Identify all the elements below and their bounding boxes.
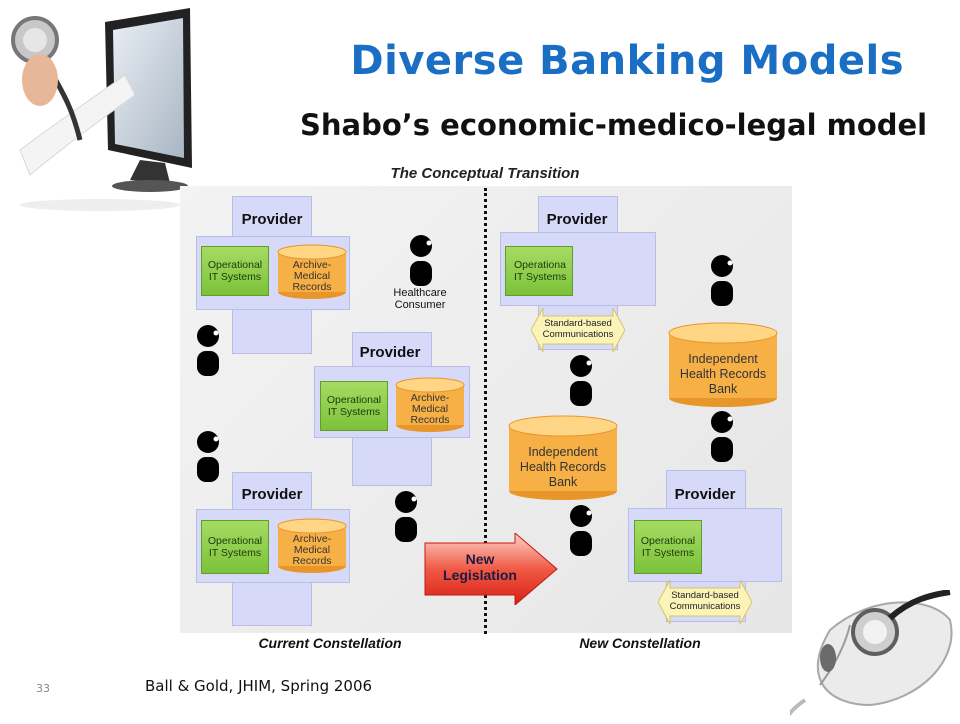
provider-label-3: Provider (241, 486, 303, 503)
person-icon (708, 254, 738, 308)
provider-label-5: Provider (674, 486, 736, 503)
provider-label-4: Provider (546, 211, 608, 228)
person-icon-healthcare-consumer (407, 234, 437, 288)
slide-subtitle: Shabo’s economic-medico-legal model (300, 108, 928, 142)
person-icon (567, 504, 597, 558)
provider-label-2: Provider (359, 344, 421, 361)
mouse-stethoscope-image (783, 589, 960, 720)
current-constellation-caption: Current Constellation (258, 635, 402, 651)
legislation-label-line1: New (465, 551, 495, 567)
legislation-label-line2: Legislation (443, 567, 517, 583)
new-constellation-caption: New Constellation (579, 635, 701, 651)
divider-line (484, 188, 487, 634)
person-icon (194, 430, 224, 484)
monitor-doctor-image (0, 0, 200, 215)
citation: Ball & Gold, JHIM, Spring 2006 (145, 677, 373, 695)
provider-label-1: Provider (241, 211, 303, 228)
new-legislation-arrow: New Legislation (423, 531, 558, 607)
person-icon (194, 324, 224, 378)
person-icon (708, 410, 738, 464)
person-icon (392, 490, 422, 544)
person-icon (567, 354, 597, 408)
page-number: 33 (36, 682, 50, 695)
slide-title: Diverse Banking Models (350, 38, 904, 84)
figure-title: The Conceptual Transition (390, 165, 580, 182)
